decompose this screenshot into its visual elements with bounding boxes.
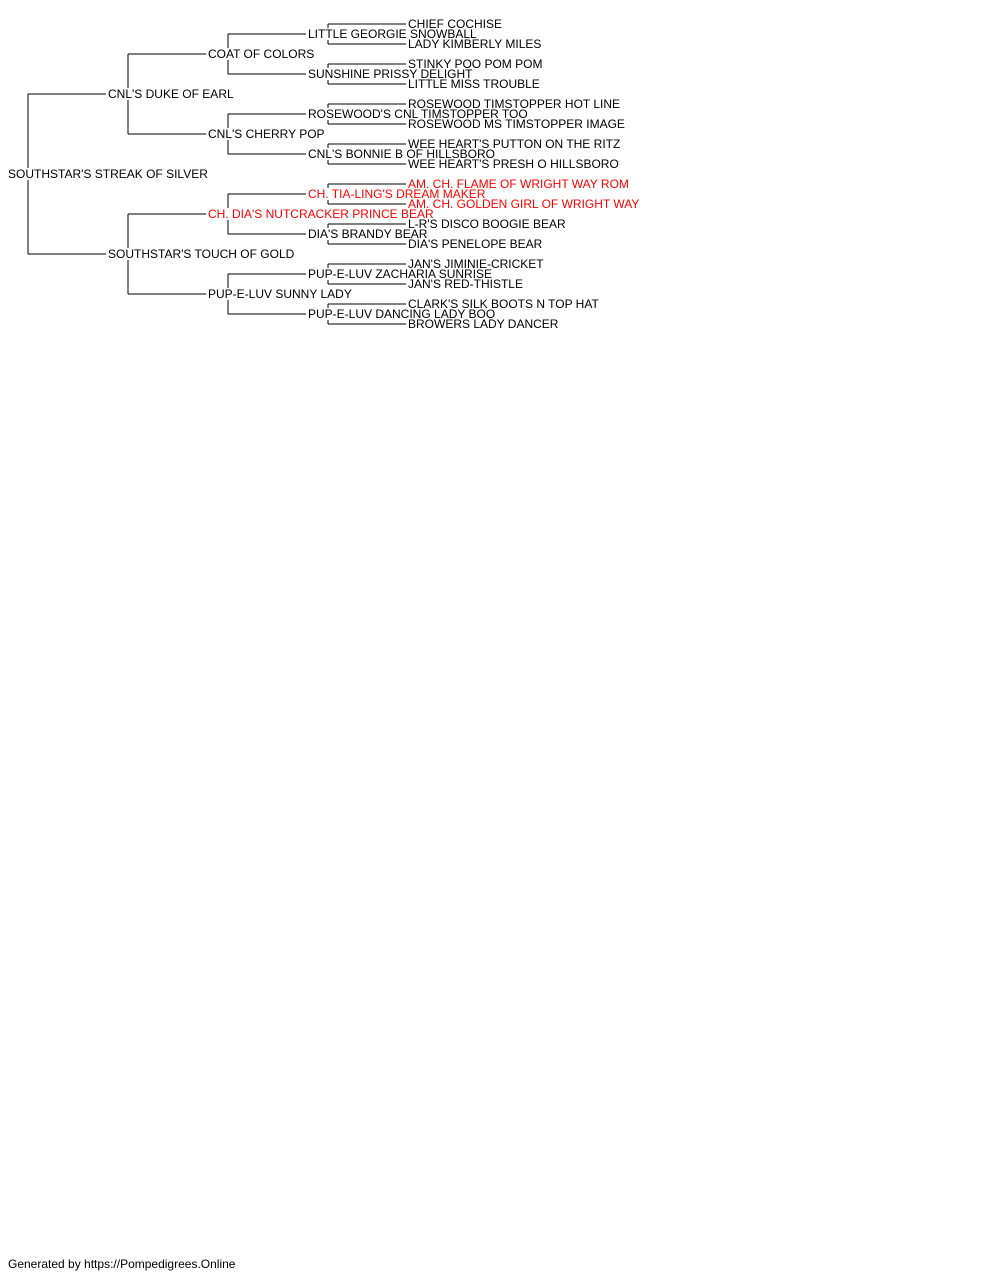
label-background (407, 318, 560, 330)
label-background (307, 108, 529, 120)
label-background (307, 268, 494, 280)
ancestor-name-gen4: DIA'S PENELOPE BEAR (408, 237, 543, 251)
ancestor-name-gen3: PUP-E-LUV ZACHARIA SUNRISE (308, 267, 492, 281)
label-background (307, 28, 478, 40)
ancestor-name-gen2: PUP-E-LUV SUNNY LADY (208, 287, 352, 301)
label-background (407, 218, 567, 230)
label-background (307, 148, 497, 160)
label-background (207, 288, 353, 300)
ancestor-name-gen4: CHIEF COCHISE (408, 17, 502, 31)
ancestor-name-gen1: SOUTHSTAR'S TOUCH OF GOLD (108, 247, 295, 261)
label-background (407, 98, 622, 110)
ancestor-name-gen4: STINKY POO POM POM (408, 57, 542, 71)
label-background (407, 38, 543, 50)
ancestor-name-gen3: CNL'S BONNIE B OF HILLSBORO (308, 147, 495, 161)
ancestor-name-gen4: AM. CH. GOLDEN GIRL OF WRIGHT WAY (408, 197, 639, 211)
label-background (107, 88, 235, 100)
ancestor-name-gen4: CLARK'S SILK BOOTS N TOP HAT (408, 297, 599, 311)
ancestor-name-gen4: JAN'S RED-THISTLE (408, 277, 523, 291)
ancestor-name-gen3: DIA'S BRANDY BEAR (308, 227, 428, 241)
ancestor-name-gen3: SUNSHINE PRISSY DELIGHT (308, 67, 473, 81)
label-background (407, 198, 641, 210)
label-background (407, 258, 545, 270)
ancestor-name-gen3: CH. TIA-LING'S DREAM MAKER (308, 187, 486, 201)
label-background (307, 228, 429, 240)
label-background (407, 58, 544, 70)
ancestor-name-gen4: ROSEWOOD MS TIMSTOPPER IMAGE (408, 117, 625, 131)
ancestor-name-gen4: ROSEWOOD TIMSTOPPER HOT LINE (408, 97, 620, 111)
ancestor-name-gen4: LADY KIMBERLY MILES (408, 37, 541, 51)
ancestor-name-gen4: L-R'S DISCO BOOGIE BEAR (408, 217, 566, 231)
label-background (307, 188, 487, 200)
label-background (107, 248, 296, 260)
subject-dog-name: SOUTHSTAR'S STREAK OF SILVER (8, 167, 208, 181)
label-background (407, 298, 600, 310)
ancestor-name-gen2: CH. DIA'S NUTCRACKER PRINCE BEAR (208, 207, 434, 221)
label-background (207, 48, 316, 60)
ancestor-name-gen1: CNL'S DUKE OF EARL (108, 87, 234, 101)
label-background (407, 78, 541, 90)
label-background (207, 208, 435, 220)
label-background (407, 118, 626, 130)
ancestor-name-gen4: WEE HEART'S PRESH O HILLSBORO (408, 157, 619, 171)
label-background (207, 128, 326, 140)
label-background (407, 238, 544, 250)
ancestor-name-gen4: WEE HEART'S PUTTON ON THE RITZ (408, 137, 620, 151)
ancestor-name-gen4: BROWERS LADY DANCER (408, 317, 559, 331)
label-background (407, 158, 620, 170)
ancestor-name-gen4: LITTLE MISS TROUBLE (408, 77, 540, 91)
ancestor-name-gen2: COAT OF COLORS (208, 47, 314, 61)
ancestor-name-gen3: LITTLE GEORGIE SNOWBALL (308, 27, 477, 41)
ancestor-name-gen3: ROSEWOOD'S CNL TIMSTOPPER TOO (308, 107, 528, 121)
label-background (307, 68, 474, 80)
label-background (407, 278, 524, 290)
label-background (7, 168, 209, 180)
ancestor-name-gen4: JAN'S JIMINIE-CRICKET (408, 257, 544, 271)
label-background (407, 18, 504, 30)
ancestor-name-gen2: CNL'S CHERRY POP (208, 127, 325, 141)
label-background (407, 178, 630, 190)
label-background (407, 138, 622, 150)
label-background (307, 308, 497, 320)
ancestor-name-gen4: AM. CH. FLAME OF WRIGHT WAY ROM (408, 177, 629, 191)
ancestor-name-gen3: PUP-E-LUV DANCING LADY BOO (308, 307, 495, 321)
footer-credit: Generated by https://Pompedigrees.Online (8, 1257, 236, 1271)
